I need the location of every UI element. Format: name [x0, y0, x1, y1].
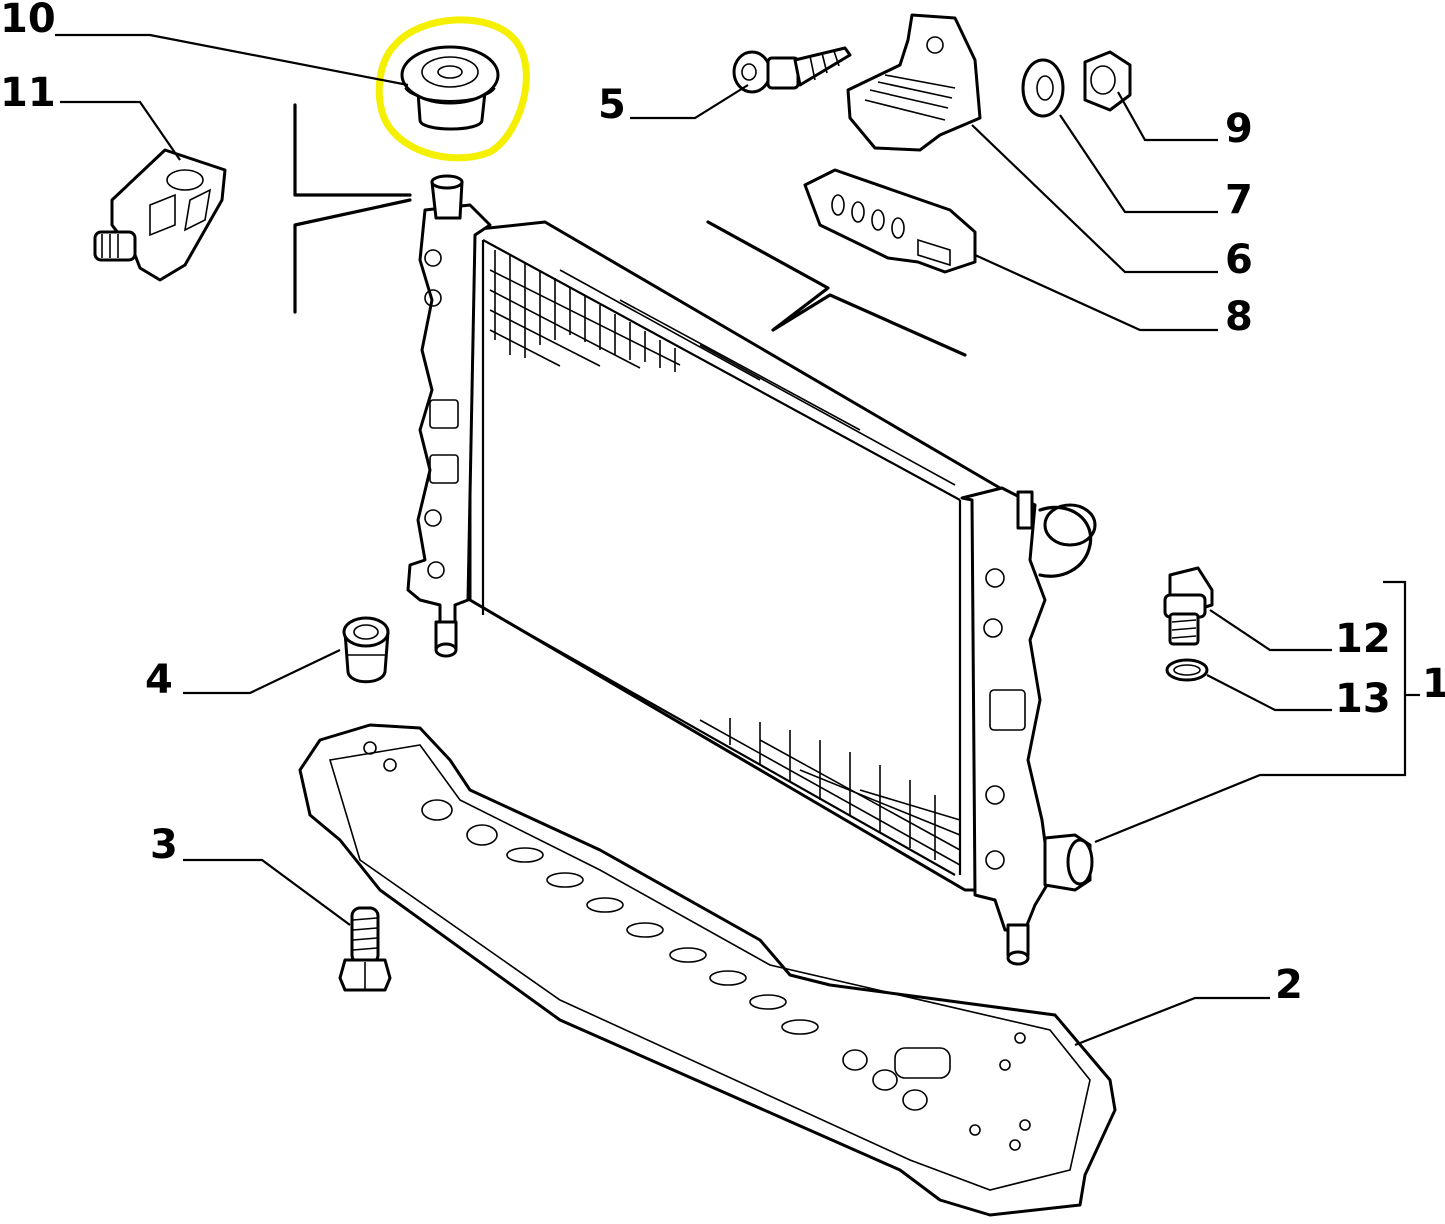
bolt-part-3	[338, 906, 392, 992]
callout-4: 4	[145, 657, 173, 703]
callout-13: 13	[1335, 676, 1391, 722]
rubber-mount-part-8	[803, 168, 977, 274]
callout-labels: 10 11 5 9 7 6 8 12 13 1 4 3 2	[0, 0, 1445, 1008]
callout-2: 2	[1275, 962, 1303, 1008]
callout-9: 9	[1225, 106, 1253, 152]
callout-6: 6	[1225, 237, 1253, 283]
highlight-circle	[375, 16, 530, 162]
callout-5: 5	[598, 82, 626, 128]
bolt-part-5	[732, 46, 852, 94]
callout-7: 7	[1225, 177, 1253, 223]
drain-plug-part-12	[1163, 566, 1214, 646]
upper-support-part-6	[846, 13, 982, 152]
neck-reference-lines	[293, 103, 412, 314]
callout-11: 11	[0, 70, 56, 116]
crossmember-part	[298, 723, 1117, 1217]
o-ring-part-13	[1165, 658, 1209, 682]
grommet-part-4	[342, 616, 390, 684]
leader-lines	[55, 33, 1420, 1047]
mounting-bracket-part	[93, 148, 227, 282]
split-arrow	[706, 220, 967, 357]
callout-1: 1	[1422, 661, 1445, 707]
callout-8: 8	[1225, 294, 1253, 340]
washer-part-7	[1021, 58, 1065, 118]
callout-10: 10	[0, 0, 56, 42]
callout-3: 3	[150, 822, 178, 868]
callout-12: 12	[1335, 616, 1391, 662]
filler-cap-part	[400, 45, 500, 131]
radiator-part	[406, 174, 1097, 966]
